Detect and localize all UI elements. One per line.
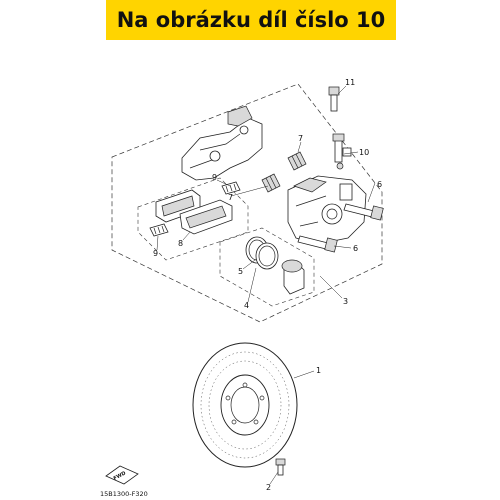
mounting-bolt-11 [328,86,340,112]
bleed-screw [332,133,352,170]
callout-4: 4 [244,301,249,310]
fwd-label: FWD [113,470,127,481]
piston [281,259,305,295]
fwd-arrow-icon: FWD [105,465,139,485]
assembly-outline [111,83,383,323]
pad-group-outline [137,177,249,261]
callout-9-lower: 9 [153,249,158,258]
callout-8: 8 [178,239,183,248]
callout-7-upper: 7 [298,134,303,143]
callout-6-lower: 6 [353,244,358,253]
pad-spring-lower [149,223,169,237]
pin-boot-lower [261,173,281,193]
brake-pad-right [179,199,233,235]
piston-seals [245,236,279,270]
callout-1: 1 [316,366,321,375]
disc-bolt [275,458,286,476]
seal-kit-outline [219,227,315,307]
callout-10: 10 [359,148,369,157]
banner-text: Na obrázku díl číslo 10 [116,8,386,32]
callout-3: 3 [343,297,348,306]
pin-boot-upper [287,151,307,171]
callout-7-lower: 7 [228,193,233,202]
pad-spring-upper [221,181,241,195]
caliper-bracket [181,105,263,181]
caliper-bolt-upper [343,203,384,221]
callout-2: 2 [266,483,271,492]
callout-6-upper: 6 [377,180,382,189]
leader-lines [156,85,376,485]
callout-5: 5 [238,267,243,276]
brake-disc [192,342,298,468]
part-number-banner: Na obrázku díl číslo 10 [106,0,396,40]
callout-9-upper: 9 [212,173,217,182]
diagram-code: 15B1300-F320 [100,490,148,498]
callout-11: 11 [345,78,355,87]
caliper-body [287,175,367,245]
